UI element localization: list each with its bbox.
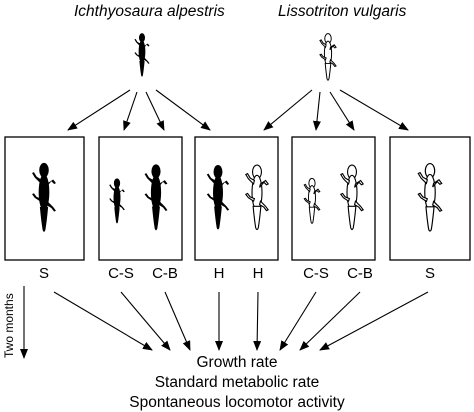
assignment-arrows [67, 89, 409, 131]
treatment-label-g4-b: C-B [347, 265, 373, 282]
parent-newt-vulgaris-icon [319, 33, 337, 81]
parent-newt-alpestris-icon [134, 33, 150, 77]
outcome-spontaneous-locomotor-activity: Spontaneous locomotor activity [129, 394, 345, 411]
treatment-label-g5: S [425, 265, 435, 282]
species-label-alpestris: Ichthyosaura alpestris [74, 3, 225, 20]
outcome-arrows [53, 291, 429, 351]
treatment-label-g3-b: H [253, 265, 264, 282]
time-label: Two months [2, 293, 16, 358]
treatment-label-g3-a: H [214, 265, 225, 282]
treatment-label-g1: S [39, 265, 49, 282]
treatment-label-g2-b: C-B [152, 265, 178, 282]
species-label-vulgaris: Lissotriton vulgaris [278, 3, 407, 20]
treatment-label-g4-a: C-S [303, 265, 329, 282]
group-frame-2 [98, 136, 183, 261]
group-frame-3 [194, 136, 279, 261]
treatment-label-g2-a: C-S [108, 265, 134, 282]
outcome-standard-metabolic-rate: Standard metabolic rate [155, 374, 320, 391]
outcome-growth-rate: Growth rate [197, 354, 278, 371]
